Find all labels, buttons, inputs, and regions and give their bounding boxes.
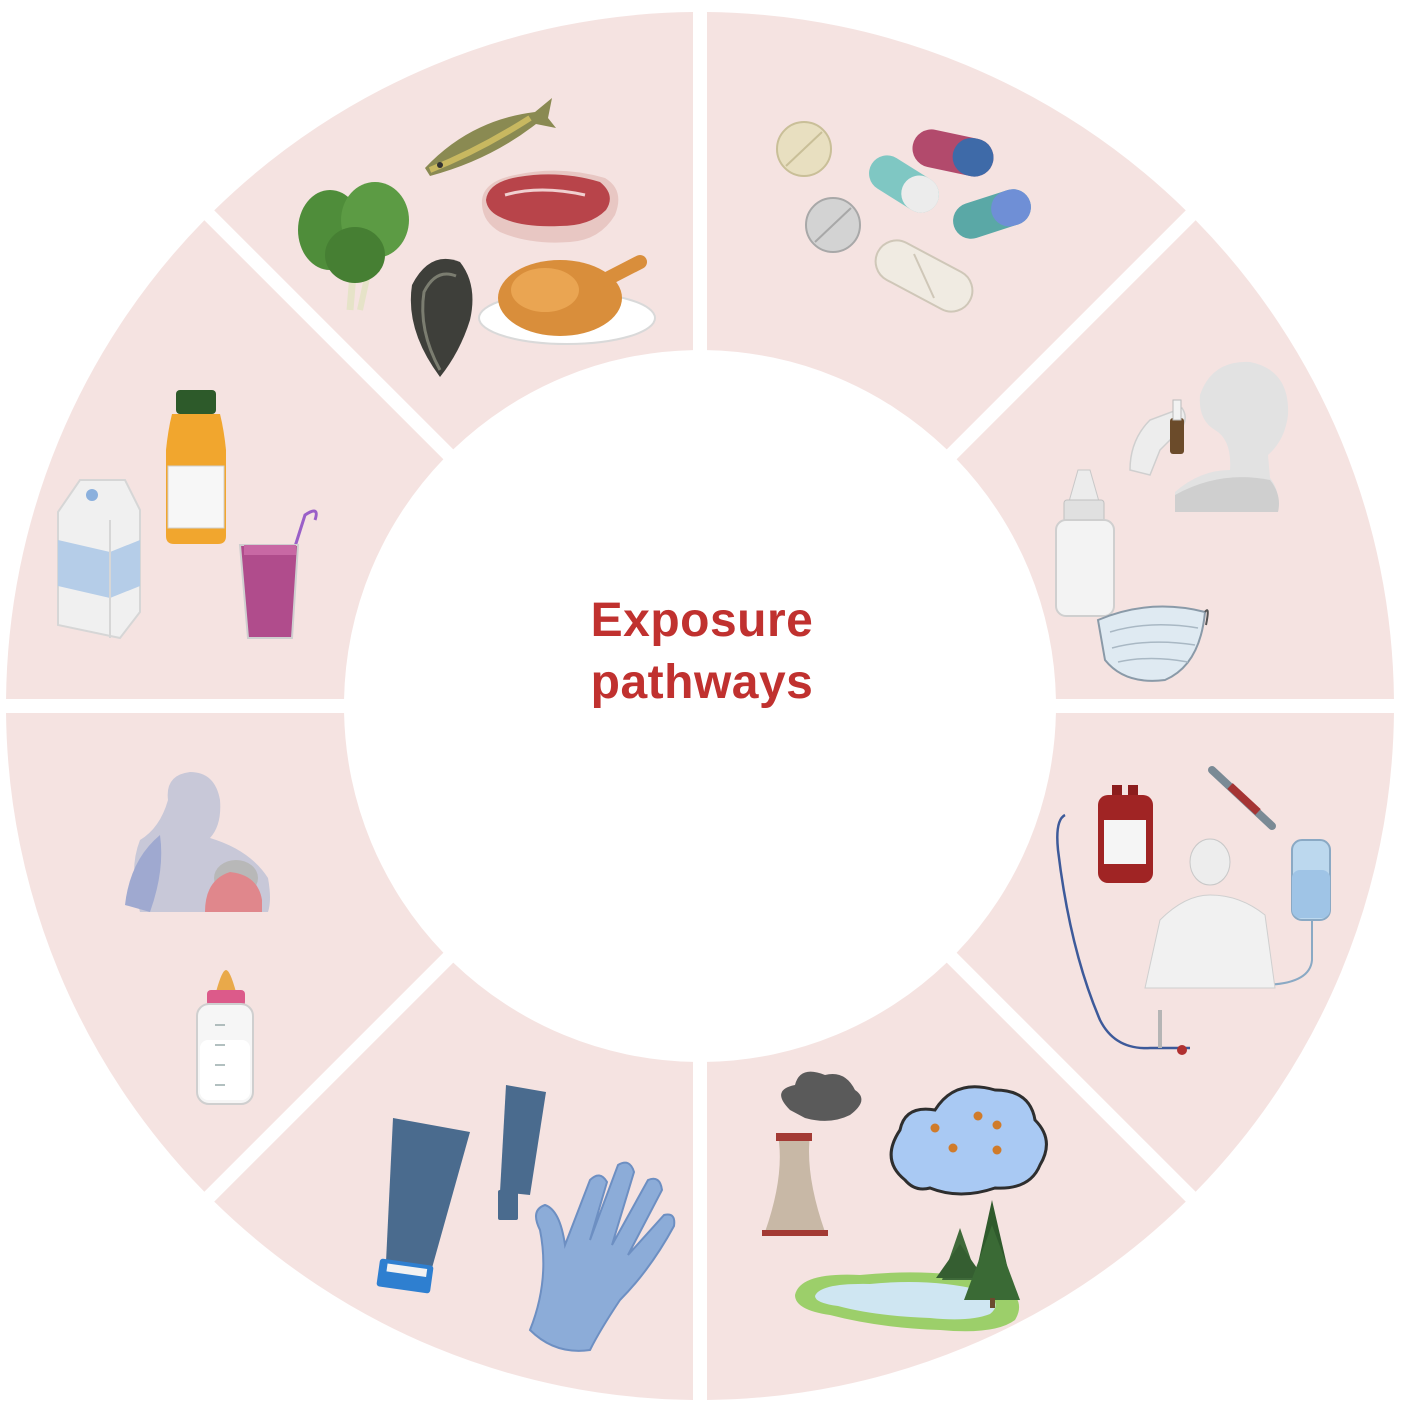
capsule-icon-2 [869, 155, 939, 213]
blood-bag-icon [1098, 785, 1153, 883]
tablet-icon-2 [805, 197, 861, 253]
inhalation-segment [1055, 361, 1289, 682]
beverages-segment [57, 390, 318, 640]
capsule-icon-3 [953, 189, 1031, 239]
title-line-1: Exposure [590, 594, 814, 647]
smoothie-icon [238, 509, 318, 639]
title-line-2: pathways [590, 656, 814, 709]
leafy-greens-icon [298, 182, 409, 311]
capsule-icon [912, 129, 994, 177]
tube-icon [376, 1118, 470, 1294]
roast-chicken-icon [478, 255, 656, 345]
juice-bottle-icon [166, 390, 226, 544]
patient-icon [1144, 838, 1276, 989]
glove-icon [528, 1161, 676, 1352]
mussel-icon [410, 258, 473, 377]
tube-icon-2 [498, 1085, 546, 1220]
milk-carton-icon [57, 479, 141, 640]
polluted-cloud-icon [889, 1085, 1048, 1196]
page-title: Exposure pathways [502, 590, 902, 714]
dermal-segment [376, 1085, 676, 1352]
breastfeeding-segment [125, 772, 270, 1105]
syringe-icon [1208, 766, 1276, 830]
power-plant-icon [762, 1071, 862, 1236]
fish-icon [425, 98, 556, 176]
ring-segment-diet [706, 12, 1186, 450]
ring-segment-dermal [6, 712, 444, 1192]
environment-segment [762, 1071, 1048, 1332]
pill-icon [874, 239, 974, 313]
medical-procedures-segment [1056, 766, 1331, 1055]
dropper-bottle-icon [1055, 469, 1115, 617]
baby-bottle-icon [196, 970, 254, 1105]
medication-segment [776, 121, 1031, 313]
steak-icon [481, 170, 619, 243]
pine-trees-icon [936, 1200, 1020, 1308]
iv-bag-icon [1259, 839, 1331, 986]
tablet-icon [776, 121, 832, 177]
diet-segment [298, 98, 656, 377]
breastfeeding-mother-icon [125, 772, 270, 912]
face-mask-icon [1096, 605, 1209, 682]
nasal-spray-person-icon [1129, 361, 1289, 512]
catheter-icon [1056, 813, 1190, 1055]
lake-icon [795, 1272, 1020, 1332]
